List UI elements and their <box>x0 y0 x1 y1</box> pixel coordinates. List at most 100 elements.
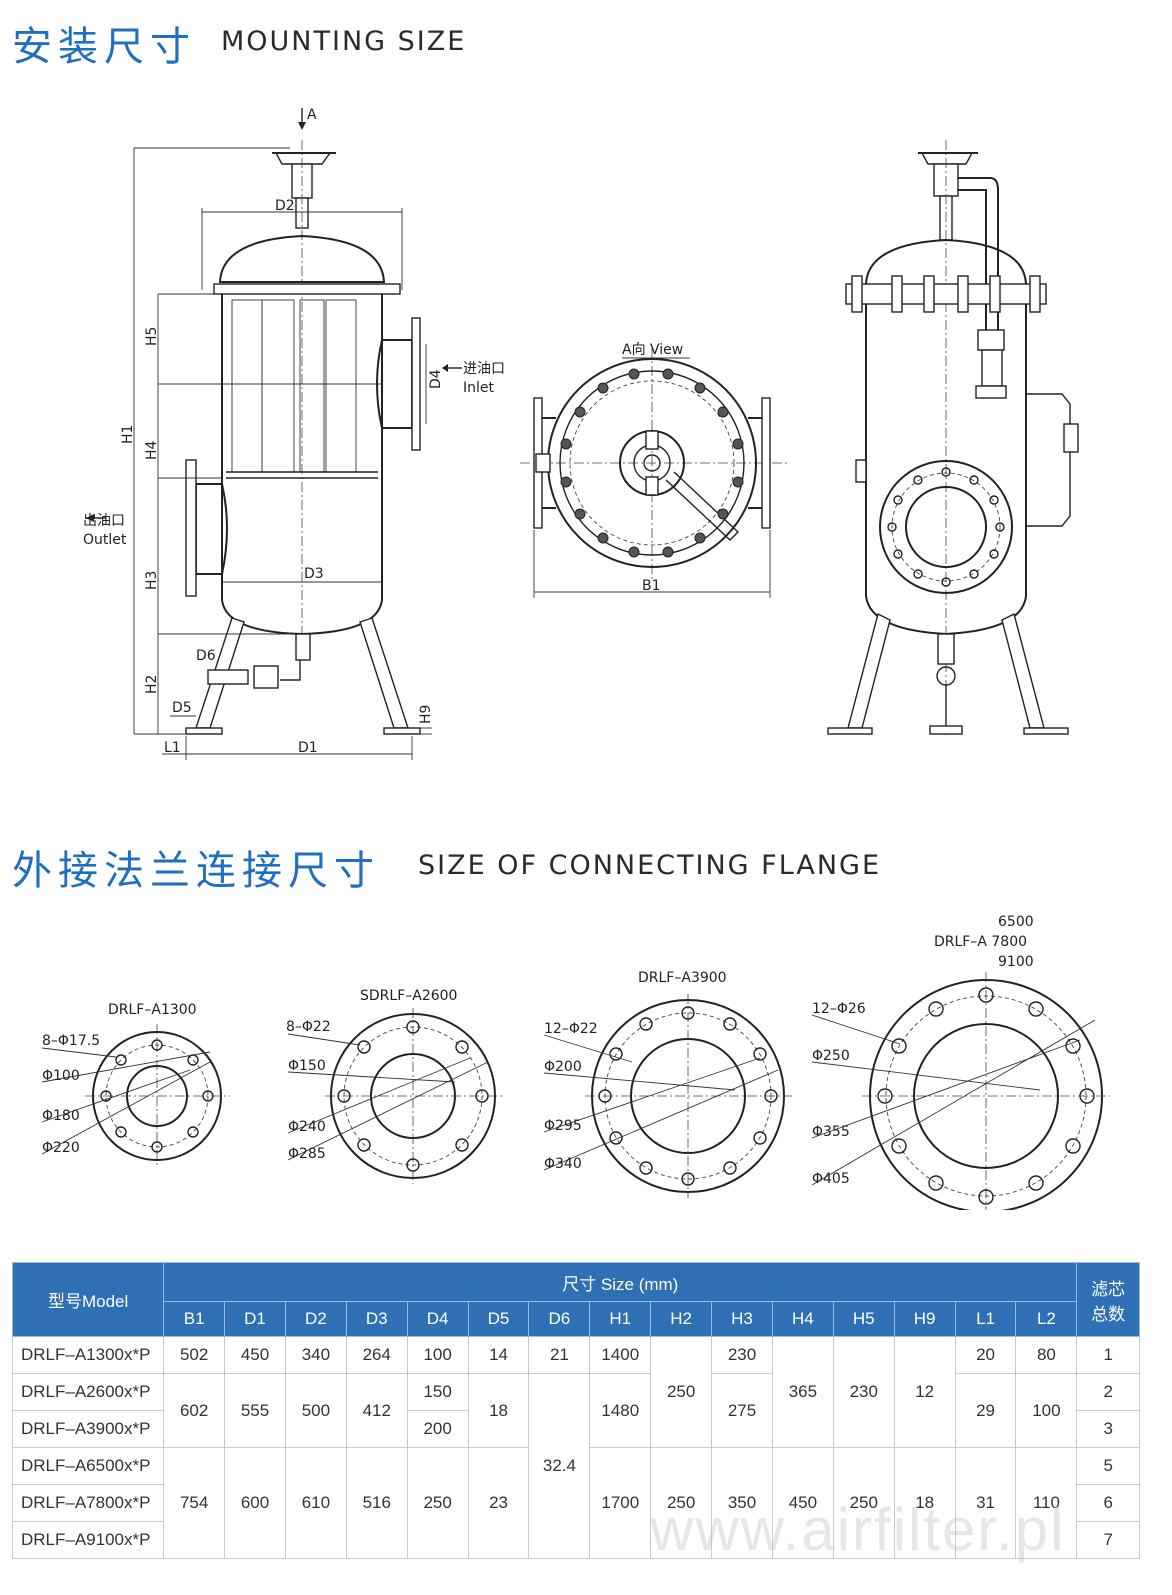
cell: 450 <box>771 1447 834 1559</box>
th-d6: D6 <box>528 1301 591 1337</box>
cell: 32.4 <box>528 1373 591 1559</box>
cell: 502 <box>163 1336 226 1374</box>
flange3-holes: 12–Φ22 <box>544 1021 598 1037</box>
flange2-dout: Φ285 <box>288 1146 326 1162</box>
cell: 1480 <box>589 1373 652 1448</box>
table-row: DRLF–A9100x*P 7 <box>11 1521 1140 1559</box>
flange3-pcd: Φ295 <box>544 1118 582 1134</box>
cell: 29 <box>954 1373 1017 1448</box>
flange-a6500-9100: 6500 DRLF–A 7800 9100 12–Φ26 Φ250 Φ355 Φ… <box>811 914 1110 1210</box>
a-view: A向 View <box>520 342 790 598</box>
cell: 18 <box>467 1373 530 1448</box>
watermark: www.airfilter.pl <box>650 1496 1066 1563</box>
side-view-bolts <box>851 275 1041 313</box>
th-count: 滤芯总数 <box>1076 1262 1140 1337</box>
cell-model: DRLF–A2600x*P <box>11 1373 165 1411</box>
cell: 250 <box>832 1447 895 1559</box>
side-view <box>827 140 1079 735</box>
cell: 340 <box>284 1336 347 1374</box>
cell: 21 <box>528 1336 591 1374</box>
label-h3: H3 <box>144 571 160 590</box>
cell: 600 <box>224 1447 286 1559</box>
flange1-dout: Φ220 <box>42 1140 80 1156</box>
th-h9: H9 <box>893 1301 956 1337</box>
th-h4: H4 <box>771 1301 834 1337</box>
flange-a2600: SDRLF–A2600 8–Φ22 Φ150 Φ240 Φ285 <box>286 988 502 1184</box>
cell: 516 <box>345 1447 408 1559</box>
table-row: DRLF–A2600x*P 602 555 500 412 150 18 32.… <box>11 1373 1140 1559</box>
flange4-dout: Φ405 <box>812 1171 850 1187</box>
cell: 80 <box>1015 1336 1078 1374</box>
flange2-pcd: Φ240 <box>288 1119 326 1135</box>
flange3-model: DRLF–A3900 <box>638 970 727 986</box>
flange2-model: SDRLF–A2600 <box>360 988 457 1004</box>
flange4-holes: 12–Φ26 <box>812 1001 866 1017</box>
cell: 610 <box>284 1447 347 1559</box>
cell: 275 <box>711 1373 773 1448</box>
th-d3: D3 <box>345 1301 408 1337</box>
label-d6: D6 <box>196 648 216 664</box>
cell: 7 <box>1076 1521 1140 1559</box>
label-d2: D2 <box>275 198 295 214</box>
flange1-din: Φ100 <box>42 1068 80 1084</box>
th-d5: D5 <box>467 1301 530 1337</box>
mounting-title-en: MOUNTING SIZE <box>221 26 467 57</box>
table-row: DRLF–A3900x*P 200 3 <box>11 1410 1140 1448</box>
cell-model: DRLF–A6500x*P <box>11 1447 165 1485</box>
flange1-pcd: Φ180 <box>42 1108 80 1124</box>
flange4-din: Φ250 <box>812 1048 850 1064</box>
cell-model: DRLF–A1300x*P <box>11 1336 165 1374</box>
table-row: DRLF–A6500x*P 754 600 610 516 250 23 170… <box>11 1447 1140 1559</box>
flange2-holes: 8–Φ22 <box>286 1019 331 1035</box>
cell: 230 <box>711 1336 773 1374</box>
cell: 20 <box>954 1336 1017 1374</box>
front-view: A D2 D4 进油口 Inlet <box>83 107 505 760</box>
label-d3: D3 <box>304 566 324 582</box>
flange4-model-line2: DRLF–A 7800 <box>934 934 1027 950</box>
th-d4: D4 <box>406 1301 469 1337</box>
cell: 412 <box>345 1373 408 1448</box>
label-a-view: A向 View <box>622 342 683 358</box>
cell: 150 <box>406 1373 469 1411</box>
cell: 555 <box>224 1373 286 1448</box>
th-l2: L2 <box>1015 1301 1078 1337</box>
th-h1: H1 <box>589 1301 652 1337</box>
flange-a1300: DRLF–A1300 8–Φ17.5 Φ100 Φ180 Φ220 <box>41 1002 230 1168</box>
cell-model: DRLF–A7800x*P <box>11 1484 165 1522</box>
mounting-title-cn: 安装尺寸 <box>12 24 196 70</box>
cell: 1400 <box>589 1336 652 1374</box>
flange-drawings: DRLF–A1300 8–Φ17.5 Φ100 Φ180 Φ220 SDRLF–… <box>41 914 1110 1210</box>
inlet-cn: 进油口 <box>463 361 505 377</box>
cell: 2 <box>1076 1373 1140 1411</box>
cell: 100 <box>1015 1373 1078 1448</box>
th-h5: H5 <box>832 1301 895 1337</box>
cell: 14 <box>467 1336 530 1374</box>
th-size: 尺寸 Size (mm) <box>163 1262 1078 1302</box>
cell: 6 <box>1076 1484 1140 1522</box>
spec-table: 型号Model 尺寸 Size (mm) 滤芯总数 B1 D1 D2 D3 D4… <box>11 1262 1140 1559</box>
flange-title-cn: 外接法兰连接尺寸 <box>12 848 380 894</box>
flange-a3900: DRLF–A3900 12–Φ22 Φ200 Φ295 Φ340 <box>543 970 792 1198</box>
cell: 200 <box>406 1410 469 1448</box>
cell: 5 <box>1076 1447 1140 1485</box>
label-h1: H1 <box>120 425 136 444</box>
cell: 1700 <box>589 1447 652 1559</box>
cell: 230 <box>832 1336 895 1448</box>
label-d4: D4 <box>428 369 444 389</box>
flange4-pcd: Φ355 <box>812 1124 850 1140</box>
cell: 602 <box>163 1373 226 1448</box>
flange4-model-line1: 6500 <box>998 914 1034 930</box>
label-h2: H2 <box>144 675 160 694</box>
flange4-model-line3: 9100 <box>998 954 1034 970</box>
cell: 365 <box>771 1336 834 1448</box>
cell: 450 <box>224 1336 286 1374</box>
label-b1: B1 <box>642 578 661 594</box>
cell: 250 <box>650 1447 713 1559</box>
outlet-en: Outlet <box>83 532 127 548</box>
outlet-cn: 出油口 <box>83 513 125 529</box>
flange3-dout: Φ340 <box>544 1156 582 1172</box>
th-b1: B1 <box>163 1301 226 1337</box>
label-l1: L1 <box>164 740 181 756</box>
flange1-holes: 8–Φ17.5 <box>42 1033 100 1049</box>
cell: 250 <box>406 1447 469 1559</box>
